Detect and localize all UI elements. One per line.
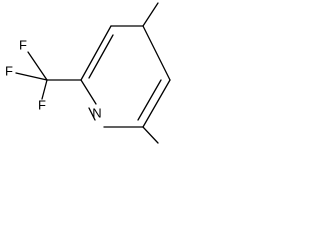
atom-label-fluorine-bottom: F [38, 98, 46, 113]
bond-c5-c6-inner [137, 79, 162, 121]
bond-n-c2 [80, 79, 97, 105]
bond-c4-methyl [142, 2, 159, 27]
bond-c-f-left [15, 72, 48, 81]
bond-c5-c6 [142, 79, 171, 128]
atom-label-fluorine-top: F [19, 38, 27, 53]
bond-c-f-bottom [41, 79, 48, 100]
bond-n-c2-inner [88, 107, 96, 121]
pyridine-structure-diagram: N F F F [5, 2, 171, 144]
bond-c6-methyl [142, 126, 159, 144]
bond-c4-c5 [142, 25, 171, 81]
bond-c-f-top [27, 51, 48, 81]
atom-label-fluorine-left: F [5, 64, 13, 79]
bond-c2-c3-inner [88, 34, 114, 79]
atom-label-nitrogen: N [92, 106, 101, 121]
bond-c2-c3 [80, 25, 112, 81]
